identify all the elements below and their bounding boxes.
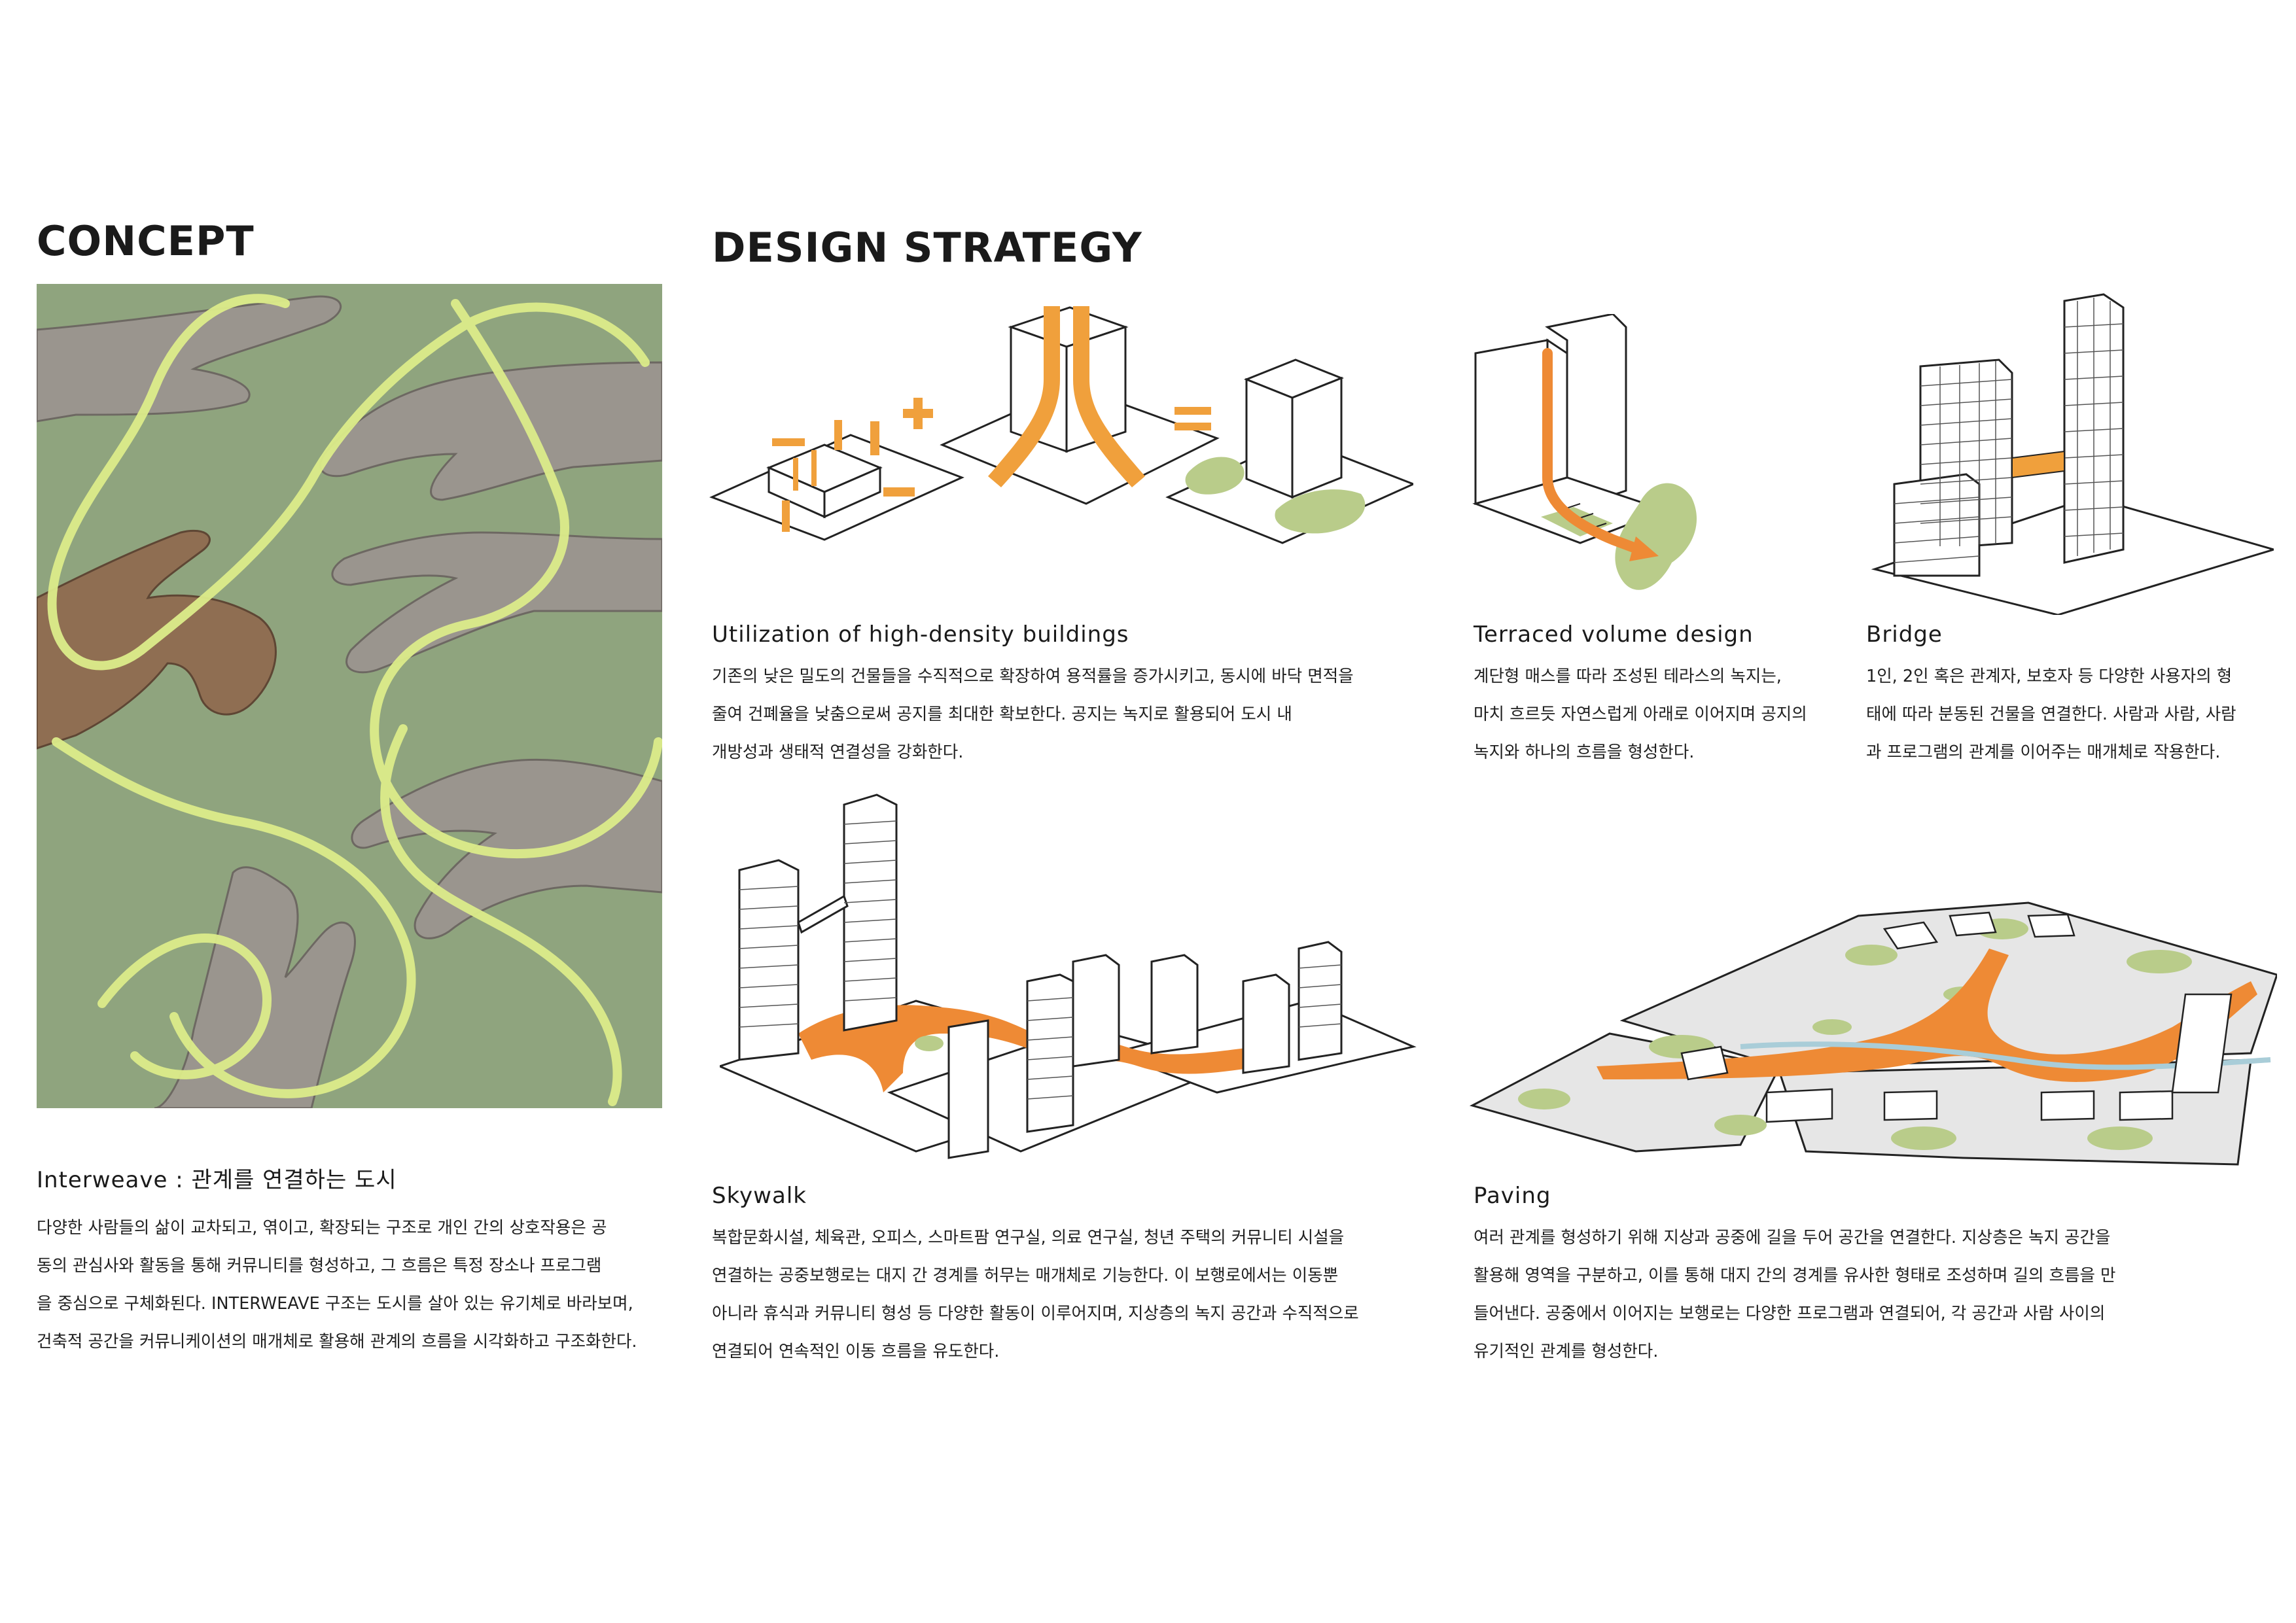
paving-body: 여러 관계를 형성하기 위해 지상과 공중에 길을 두어 공간을 연결한다. 지…: [1474, 1219, 2269, 1370]
high-density-body-line: 줄여 건폐율을 낮춤으로써 공지를 최대한 확보한다. 공지는 녹지로 활용되어…: [712, 705, 1292, 724]
strategy-heading: DESIGN STRATEGY: [712, 224, 1142, 271]
high-density-body: 기존의 낮은 밀도의 건물들을 수직적으로 확장하여 용적률을 증가시키고, 동…: [712, 657, 1432, 771]
concept-collage-illustration: [37, 284, 662, 1108]
skywalk-title: Skywalk: [712, 1183, 807, 1209]
high-density-body-line: 기존의 낮은 밀도의 건물들을 수직적으로 확장하여 용적률을 증가시키고, 동…: [712, 667, 1354, 686]
skywalk-diagram: [720, 785, 1426, 1191]
skywalk-body-line: 연결하는 공중보행로는 대지 간 경계를 허무는 매개체로 기능한다. 이 보행…: [712, 1266, 1339, 1285]
terraced-title: Terraced volume design: [1474, 621, 1754, 648]
concept-body-line: 을 중심으로 구체화된다. INTERWEAVE 구조는 도시를 살아 있는 유…: [37, 1294, 633, 1314]
paving-title: Paving: [1474, 1183, 1551, 1209]
high-density-body-line: 개방성과 생태적 연결성을 강화한다.: [712, 742, 964, 762]
skywalk-body-line: 복합문화시설, 체육관, 오피스, 스마트팜 연구실, 의료 연구실, 청년 주…: [712, 1228, 1345, 1248]
bridge-title: Bridge: [1866, 621, 1943, 648]
paving-body-line: 유기적인 관계를 형성한다.: [1474, 1342, 1659, 1361]
concept-body-line: 다양한 사람들의 삶이 교차되고, 엮이고, 확장되는 구조로 개인 간의 상호…: [37, 1218, 607, 1238]
skywalk-body-line: 아니라 휴식과 커뮤니티 형성 등 다양한 활동이 이루어지며, 지상층의 녹지…: [712, 1304, 1359, 1323]
terraced-body-line: 마치 흐르듯 자연스럽게 아래로 이어지며 공지의: [1474, 705, 1807, 724]
high-density-diagram: [707, 301, 1413, 576]
paving-body-line: 활용해 영역을 구분하고, 이를 통해 대지 간의 경계를 유사한 형태로 조성…: [1474, 1266, 2116, 1285]
paving-body-line: 들어낸다. 공중에서 이어지는 보행로는 다양한 프로그램과 연결되어, 각 공…: [1474, 1304, 2106, 1323]
concept-subtitle: Interweave : 관계를 연결하는 도시: [37, 1167, 397, 1193]
bridge-body-line: 태에 따라 분동된 건물을 연결한다. 사람과 사람, 사람: [1866, 705, 2236, 724]
concept-body-line: 건축적 공간을 커뮤니케이션의 매개체로 활용해 관계의 흐름을 시각화하고 구…: [37, 1332, 637, 1352]
terraced-diagram: [1469, 314, 1731, 615]
bridge-body-line: 1인, 2인 혹은 관계자, 보호자 등 다양한 사용자의 형: [1866, 667, 2233, 686]
paving-diagram: [1466, 877, 2277, 1178]
concept-image: [37, 284, 662, 1108]
bridge-diagram: [1868, 288, 2274, 615]
paving-body-line: 여러 관계를 형성하기 위해 지상과 공중에 길을 두어 공간을 연결한다. 지…: [1474, 1228, 2111, 1248]
concept-heading: CONCEPT: [37, 217, 255, 265]
high-density-title: Utilization of high-density buildings: [712, 621, 1129, 648]
terraced-body-line: 녹지와 하나의 흐름을 형성한다.: [1474, 742, 1695, 762]
skywalk-body: 복합문화시설, 체육관, 오피스, 스마트팜 연구실, 의료 연구실, 청년 주…: [712, 1219, 1432, 1370]
terraced-body: 계단형 매스를 따라 조성된 테라스의 녹지는, 마치 흐르듯 자연스럽게 아래…: [1474, 657, 1866, 771]
terraced-body-line: 계단형 매스를 따라 조성된 테라스의 녹지는,: [1474, 667, 1782, 686]
concept-body-line: 동의 관심사와 활동을 통해 커뮤니티를 형성하고, 그 흐름은 특정 장소나 …: [37, 1256, 602, 1276]
concept-body: 다양한 사람들의 삶이 교차되고, 엮이고, 확장되는 구조로 개인 간의 상호…: [37, 1209, 665, 1361]
skywalk-body-line: 연결되어 연속적인 이동 흐름을 유도한다.: [712, 1342, 1000, 1361]
bridge-body: 1인, 2인 혹은 관계자, 보호자 등 다양한 사용자의 형 태에 따라 분동…: [1866, 657, 2272, 771]
bridge-body-line: 과 프로그램의 관계를 이어주는 매개체로 작용한다.: [1866, 742, 2221, 762]
